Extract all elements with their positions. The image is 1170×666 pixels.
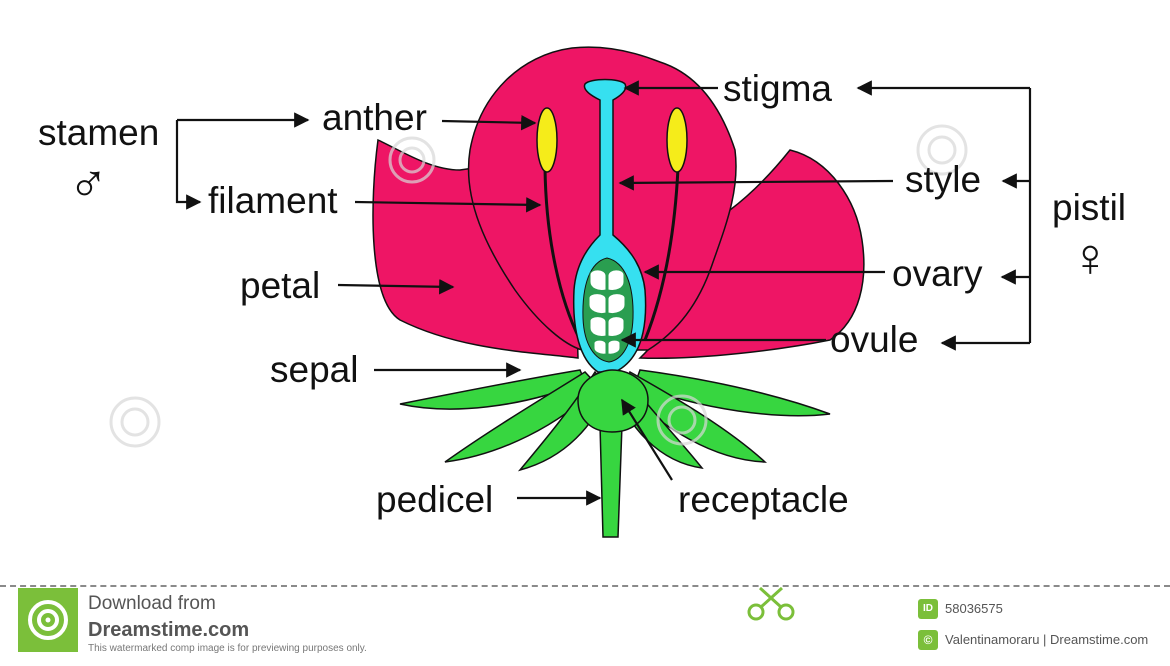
- watermark-footer: Download from Dreamstime.com This waterm…: [0, 586, 1170, 666]
- id-badge: ID: [918, 599, 938, 619]
- dreamstime-link[interactable]: Dreamstime.com: [88, 619, 250, 641]
- label-pistil: pistil: [1052, 187, 1126, 228]
- pointer-arrows: [175, 80, 1032, 506]
- scissors-icon: [747, 586, 795, 621]
- label-filament: filament: [208, 180, 338, 221]
- male-symbol-icon: ♂: [68, 154, 109, 214]
- label-ovule: ovule: [830, 319, 918, 360]
- anther-right: [666, 107, 688, 173]
- download-from-text: Download from: [88, 593, 216, 614]
- label-style: style: [905, 159, 981, 200]
- filament-left: [543, 167, 582, 341]
- flower-diagram: stamen ♂ anther filament petal sepal ped…: [38, 46, 1126, 538]
- image-id: 58036575: [945, 601, 1003, 616]
- dreamstime-spiral-icon: [18, 588, 78, 652]
- copyright-icon: ©: [918, 630, 938, 650]
- label-ovary: ovary: [892, 253, 983, 294]
- receptacle-shape: [577, 369, 649, 433]
- label-pedicel: pedicel: [376, 479, 493, 520]
- female-symbol-icon: ♀: [1070, 228, 1111, 288]
- watermark-spirals: [109, 124, 968, 448]
- label-anther: anther: [322, 97, 427, 138]
- filament-right: [643, 167, 680, 341]
- label-stamen: stamen: [38, 112, 159, 153]
- cut-line-divider: [0, 585, 1170, 587]
- label-petal: petal: [240, 265, 320, 306]
- preview-notice: This watermarked comp image is for previ…: [88, 643, 367, 654]
- author-credit: Valentinamoraru | Dreamstime.com: [945, 632, 1149, 647]
- label-sepal: sepal: [270, 349, 358, 390]
- anther-left: [536, 107, 558, 173]
- label-receptacle: receptacle: [678, 479, 849, 520]
- label-stigma: stigma: [723, 68, 832, 109]
- pedicel-stem: [599, 424, 623, 538]
- ovules: [588, 269, 626, 355]
